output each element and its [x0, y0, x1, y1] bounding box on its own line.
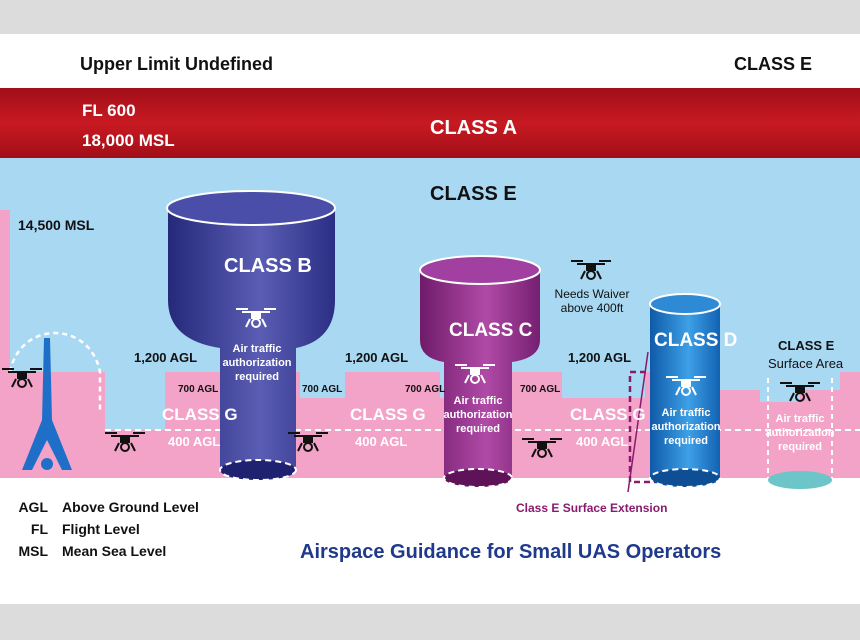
class-a-band — [0, 88, 860, 158]
agl-700-label: 700 AGL — [520, 384, 560, 395]
class-e-surface-label-2: Surface Area — [768, 356, 844, 371]
top-frame — [0, 0, 860, 34]
bottom-frame — [0, 604, 860, 640]
agl-700-label: 700 AGL — [302, 384, 342, 395]
legend-meaning: Flight Level — [62, 521, 140, 537]
waiver-line-1: Needs Waiver — [555, 287, 630, 301]
airport-arc — [8, 331, 102, 410]
class-g-label: CLASS G — [350, 405, 426, 424]
waiver-line-2: above 400ft — [561, 301, 624, 315]
class-e-top-label: CLASS E — [734, 54, 812, 74]
class-e-surface-label-1: CLASS E — [778, 338, 835, 353]
class-b-note-3: required — [235, 371, 279, 383]
legend-meaning: Mean Sea Level — [62, 543, 166, 559]
agl-400-label: 400 AGL — [355, 434, 407, 449]
class-c-label: CLASS C — [449, 320, 533, 341]
left-terrain-edge — [0, 210, 10, 478]
class-g-label: CLASS G — [162, 405, 238, 424]
class-c-note-1: Air traffic — [454, 395, 503, 407]
agl-700-label: 700 AGL — [405, 384, 445, 395]
class-d-note-3: required — [664, 435, 708, 447]
agl-1200-label: 1,200 AGL — [134, 350, 197, 365]
legend-abbr: MSL — [18, 543, 48, 559]
class-e-surface-note-1: Air traffic — [776, 413, 825, 425]
extension-pointer — [627, 351, 649, 493]
legend-meaning: Above Ground Level — [62, 499, 199, 515]
agl-700-label: 700 AGL — [178, 384, 218, 395]
class-b-note-1: Air traffic — [233, 343, 282, 355]
agl-1200-label: 1,200 AGL — [345, 350, 408, 365]
class-g-label: CLASS G — [570, 405, 646, 424]
class-d-airspace — [649, 293, 721, 488]
class-b-note-2: authorization — [222, 357, 291, 369]
upper-limit-label: Upper Limit Undefined — [80, 54, 273, 74]
class-b-label: CLASS B — [224, 255, 312, 277]
class-e-surface-area — [767, 378, 833, 489]
class-g-terrain — [0, 372, 860, 478]
agl-400-label: 400 AGL — [168, 434, 220, 449]
legend-abbr: AGL — [18, 499, 48, 515]
agl-400-label: 400 AGL — [576, 434, 628, 449]
class-b-airspace — [166, 190, 336, 481]
msl-18000-label: 18,000 MSL — [82, 131, 175, 150]
upper-limit-region — [0, 34, 860, 88]
legend-abbr: FL — [31, 521, 49, 537]
class-d-label: CLASS D — [654, 330, 737, 351]
class-c-note-3: required — [456, 423, 500, 435]
class-c-note-2: authorization — [443, 409, 512, 421]
surface-extension-label: Class E Surface Extension — [516, 501, 667, 515]
class-d-note-2: authorization — [651, 421, 720, 433]
class-d-note-1: Air traffic — [662, 407, 711, 419]
fl-600-label: FL 600 — [82, 101, 136, 120]
agl-1200-label: 1,200 AGL — [568, 350, 631, 365]
class-e-surface-note-2: authorization — [765, 427, 834, 439]
msl-14500-label: 14,500 MSL — [18, 217, 95, 233]
tower-icon — [22, 338, 72, 470]
class-e-label: CLASS E — [430, 183, 517, 205]
diagram-title: Airspace Guidance for Small UAS Operator… — [300, 541, 721, 563]
legend: AGL Above Ground Level FL Flight Level M… — [18, 499, 198, 559]
class-e-surface-note-3: required — [778, 441, 822, 453]
class-a-label: CLASS A — [430, 117, 517, 139]
ground-area — [0, 478, 860, 604]
